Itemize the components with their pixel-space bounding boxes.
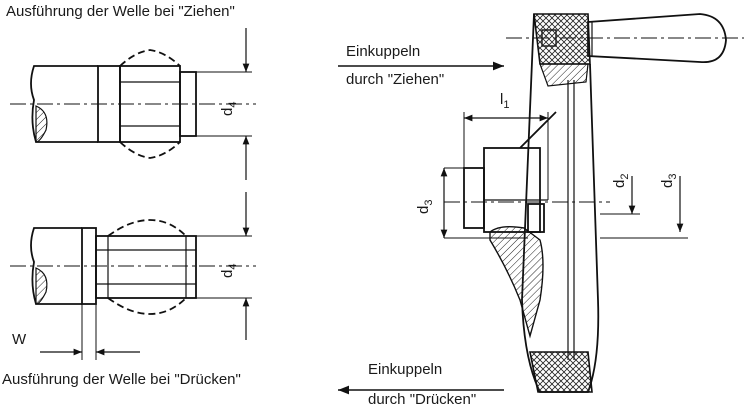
dim-d3-left: d3	[415, 199, 435, 214]
rim-bottom	[529, 351, 593, 393]
hub	[483, 147, 541, 233]
caption-pull-shaft: Ausführung der Welle bei "Ziehen"	[6, 3, 235, 20]
dim-l1: l1	[500, 91, 510, 111]
caption-push-shaft: Ausführung der Welle bei "Drücken"	[2, 371, 241, 388]
engage-pull-line2: durch "Ziehen"	[346, 71, 445, 88]
dim-d3-right: d3	[659, 173, 679, 188]
crank-handle	[587, 13, 727, 63]
dim-d2: d2	[611, 173, 631, 188]
dim-d4-bottom: d4	[219, 263, 239, 278]
engage-pull-line1: Einkuppeln	[346, 43, 421, 60]
dim-d4-top: d4	[219, 101, 239, 116]
engage-push-line2: durch "Drücken"	[368, 391, 477, 408]
dim-w: W	[12, 331, 27, 348]
shaft-pull-view	[10, 28, 256, 180]
engage-push-line1: Einkuppeln	[368, 361, 443, 378]
rim-top	[533, 13, 591, 65]
shaft-push-view	[10, 192, 256, 360]
handwheel-section	[440, 13, 744, 393]
